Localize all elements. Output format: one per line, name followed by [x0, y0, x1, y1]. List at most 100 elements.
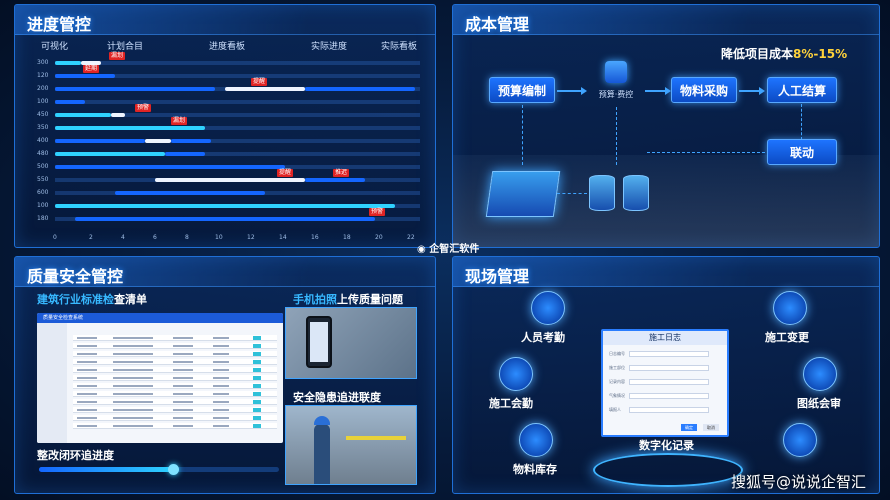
linkage-box[interactable]: 联动	[767, 139, 837, 165]
gantt-bar[interactable]	[155, 178, 305, 182]
gantt-bar[interactable]	[115, 191, 265, 195]
gantt-bar[interactable]	[55, 100, 85, 104]
gantt-bar[interactable]	[145, 139, 171, 143]
log-field-input[interactable]	[629, 351, 709, 357]
change-icon[interactable]	[773, 291, 807, 325]
y-tick: 200	[37, 85, 49, 92]
table-cell	[173, 377, 193, 379]
table-cell	[77, 417, 97, 419]
mock-title-bar: 质量安全检查系统	[37, 313, 283, 323]
table-cell	[173, 369, 193, 371]
table-row	[73, 351, 277, 357]
table-cell	[77, 401, 97, 403]
link-line	[616, 107, 617, 165]
x-tick: 12	[247, 234, 255, 241]
y-tick: 180	[37, 215, 49, 222]
attendance-label: 人员考勤	[521, 331, 565, 344]
gantt-track	[55, 126, 420, 130]
arrow-right	[557, 87, 587, 95]
database-stack-icon	[485, 171, 561, 217]
rectify-progress-fill	[39, 467, 174, 472]
warning-flag[interactable]: 漏划	[109, 52, 126, 60]
log-field-input[interactable]	[629, 393, 709, 399]
warning-flag[interactable]: 延期	[83, 65, 100, 73]
log-title: 施工日志	[603, 331, 727, 345]
log-field-label: 施工部位	[609, 365, 625, 370]
log-ok-button[interactable]: 确定	[681, 424, 697, 431]
drawing-icon[interactable]	[803, 357, 837, 391]
photo-highlight: 手机拍照	[293, 293, 337, 306]
table-cell	[77, 337, 97, 339]
checklist-heading: 建筑行业标准检查清单	[37, 291, 147, 307]
progress-title: 进度管控	[27, 15, 92, 34]
warning-flag[interactable]: 推迟	[333, 169, 350, 177]
budget-control-node[interactable]: 预算·费控	[593, 61, 639, 107]
log-field-label: 气象情况	[609, 393, 625, 398]
rectify-heading: 整改闭环追进度	[37, 449, 114, 462]
gantt-bar[interactable]	[225, 87, 305, 91]
gantt-bar[interactable]	[55, 74, 115, 78]
gantt-bar[interactable]	[55, 152, 165, 156]
gantt-bar[interactable]	[171, 139, 211, 143]
log-row: 日志编号	[609, 351, 721, 357]
gantt-bar[interactable]	[55, 126, 205, 130]
table-row	[73, 383, 277, 389]
warning-flag[interactable]: 提醒	[277, 169, 294, 177]
table-cell	[77, 361, 97, 363]
rectify-progress-knob[interactable]	[168, 464, 180, 475]
table-cell	[77, 425, 97, 427]
log-field-input[interactable]	[629, 407, 709, 413]
gantt-bar[interactable]	[81, 61, 101, 65]
log-field-input[interactable]	[629, 379, 709, 385]
x-tick: 16	[311, 234, 319, 241]
warning-flag[interactable]: 漏划	[171, 117, 188, 125]
table-cell	[113, 377, 153, 379]
gantt-bar[interactable]	[75, 217, 375, 221]
table-cell	[77, 385, 97, 387]
gantt-bar[interactable]	[55, 204, 395, 208]
warning-flag[interactable]: 提醒	[251, 78, 268, 86]
table-cell	[173, 385, 193, 387]
brand-logo-text: 企智汇软件	[429, 244, 480, 255]
table-cell	[173, 393, 193, 395]
budget-control-label: 预算·费控	[598, 90, 634, 99]
inventory-icon[interactable]	[519, 423, 553, 457]
worker-figure	[314, 424, 330, 484]
site-title: 现场管理	[465, 267, 530, 286]
labor-settlement-box[interactable]: 人工结算	[767, 77, 837, 103]
x-tick: 8	[185, 234, 189, 241]
gantt-bar[interactable]	[55, 165, 285, 169]
table-cell	[213, 345, 229, 347]
log-field-input[interactable]	[629, 365, 709, 371]
budget-box[interactable]: 预算编制	[489, 77, 555, 103]
warning-flag[interactable]: 预警	[135, 104, 152, 112]
checklist-highlight: 建筑行业标准检	[37, 293, 114, 306]
cost-badge: 降低项目成本8%-15%	[721, 45, 847, 62]
gantt-bar[interactable]	[55, 61, 81, 65]
log-row: 施工部位	[609, 365, 721, 371]
x-tick: 18	[343, 234, 351, 241]
gantt-bar[interactable]	[55, 87, 215, 91]
meeting-icon[interactable]	[499, 357, 533, 391]
log-cancel-button[interactable]: 取消	[703, 424, 719, 431]
site-panel: 现场管理 人员考勤 施工会勤 物料库存 施工变更 图纸会审 施工日志 日志编号 …	[452, 256, 880, 494]
warning-flag[interactable]: 预警	[369, 208, 386, 216]
table-row	[73, 359, 277, 365]
table-cell	[113, 385, 153, 387]
gantt-bar[interactable]	[305, 87, 415, 91]
table-cell	[173, 345, 193, 347]
gantt-bar[interactable]	[305, 178, 365, 182]
photo-rest: 上传质量问题	[337, 293, 403, 306]
gantt-bar[interactable]	[111, 113, 125, 117]
gantt-bar[interactable]	[55, 139, 145, 143]
attendance-icon[interactable]	[531, 291, 565, 325]
cube-icon[interactable]	[783, 423, 817, 457]
material-purchase-box[interactable]: 物料采购	[671, 77, 737, 103]
rectify-progress-slider[interactable]	[39, 464, 279, 475]
table-cell	[113, 401, 153, 403]
log-field-label: 记录内容	[609, 379, 625, 384]
gantt-bar[interactable]	[55, 113, 111, 117]
log-row: 气象情况	[609, 393, 721, 399]
glow-platform	[593, 453, 743, 487]
gantt-bar[interactable]	[165, 152, 205, 156]
